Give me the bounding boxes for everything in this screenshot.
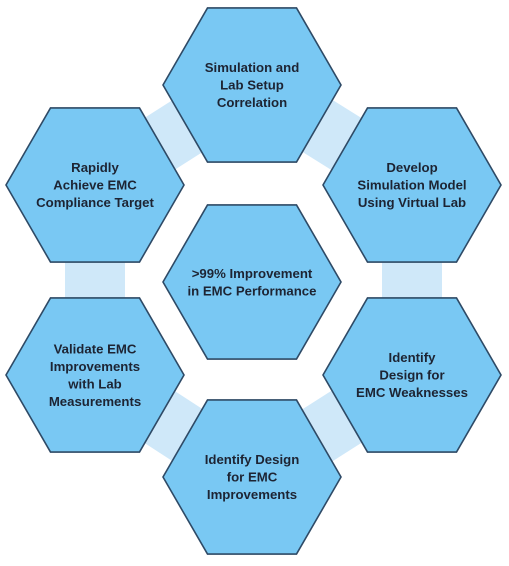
hexagon-shape-lower-right	[322, 297, 502, 453]
hexagon-label-bottom: Identify Design for EMC Improvements	[205, 452, 300, 502]
hexagon-label-line: Simulation Model	[357, 178, 466, 193]
hexagon-label-line: Lab Setup	[220, 78, 284, 93]
hexagon-shape-top	[162, 7, 342, 163]
hexagon-label-line: for EMC	[227, 470, 278, 485]
hexagon-label-line: >99% Improvement	[192, 266, 313, 281]
hexagon-label-line: Improvements	[207, 487, 297, 502]
hexagon-label-line: Identify	[389, 350, 437, 365]
hexagon-label-center: >99% Improvement in EMC Performance	[188, 266, 317, 299]
hexagon-shape-center	[162, 204, 342, 360]
hexagon-center: >99% Improvement in EMC Performance	[162, 204, 342, 360]
hexagon-label-line: Design for	[379, 368, 444, 383]
hexagon-label-line: Achieve EMC	[53, 178, 137, 193]
hexagon-shape-upper-right	[322, 107, 502, 263]
hexagon-label-line: Validate EMC	[54, 341, 137, 356]
hexagon-label-line: Compliance Target	[36, 195, 154, 210]
hexagon-label-line: EMC Weaknesses	[356, 385, 468, 400]
hexagon-label-line: Rapidly	[71, 160, 119, 175]
hexagon-label-line: Develop	[386, 160, 437, 175]
hexagon-label-line: in EMC Performance	[188, 283, 317, 298]
hexagon-label-line: with Lab	[67, 376, 121, 391]
hexagon-shape-lower-left	[5, 297, 185, 453]
hexagon-shape-upper-left	[5, 107, 185, 263]
hexagon-label-line: Measurements	[49, 394, 141, 409]
hexagon-label-line: Correlation	[217, 95, 287, 110]
hexagon-label-line: Using Virtual Lab	[358, 195, 466, 210]
hexagon-bottom: Identify Design for EMC Improvements	[162, 399, 342, 555]
hexagon-shape-bottom	[162, 399, 342, 555]
hexagon-label-line: Improvements	[50, 359, 140, 374]
hexagon-label-line: Simulation and	[205, 60, 300, 75]
hexagon-layer: >99% Improvement in EMC Performance Simula…	[5, 7, 502, 555]
hexagon-label-line: Identify Design	[205, 452, 300, 467]
